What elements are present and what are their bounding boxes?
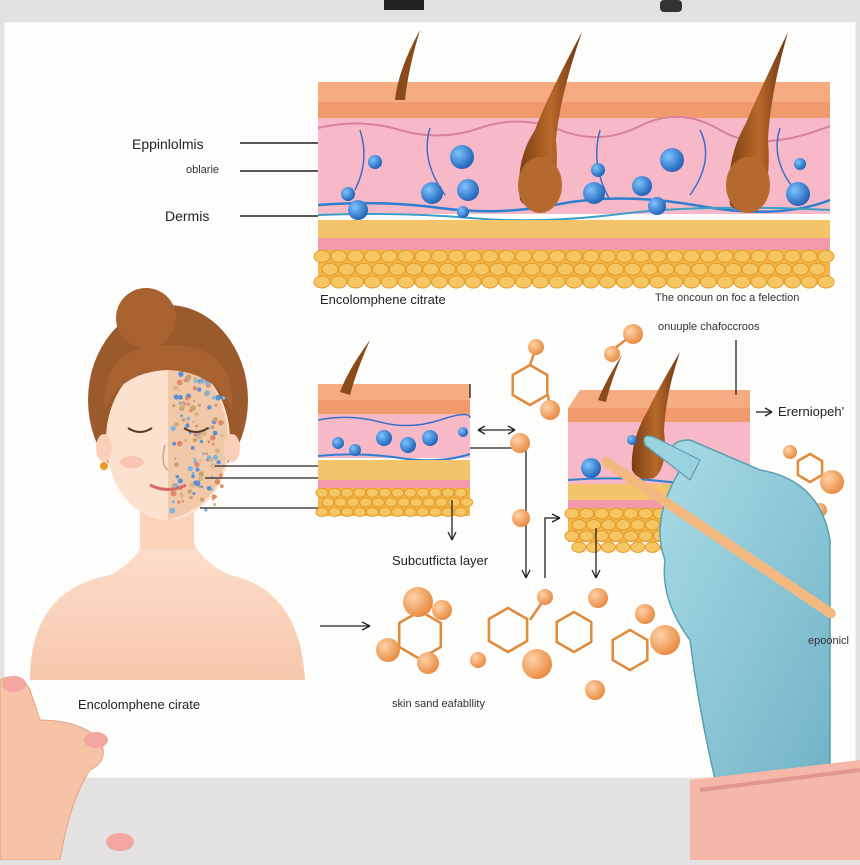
label-compound-bottom: Encolomphene cirate — [78, 698, 200, 711]
label-partial-right: epoonicl — [808, 636, 849, 647]
label-chain: onuuple chafoccroos — [658, 322, 760, 333]
label-reaction-note: The oncoun on foc a felection — [655, 293, 799, 304]
binder-clip — [384, 0, 682, 12]
label-oblarie: oblarie — [186, 165, 219, 176]
label-dermis: Dermis — [165, 209, 209, 223]
label-right-layer: Ererniopeh' — [778, 405, 844, 418]
label-stability: skin sand eafabllity — [392, 699, 485, 710]
label-epidermis: Eppinlolmis — [132, 137, 204, 151]
label-compound-top: Encolomphene citrate — [320, 293, 446, 306]
label-subcutaneous: Subcutficta layer — [392, 554, 488, 567]
